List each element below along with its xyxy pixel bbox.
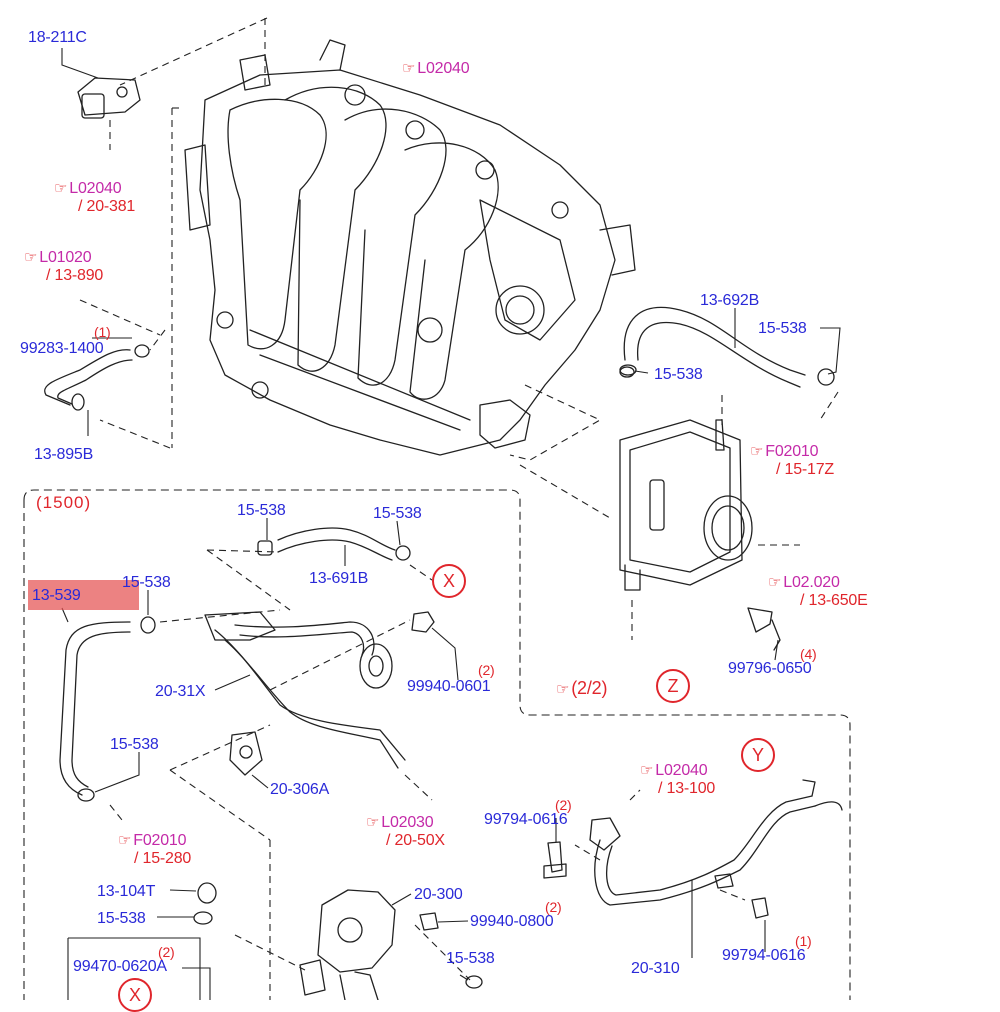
label-20-310[interactable]: 20-310 [631,960,680,977]
label-15-538-d[interactable]: 15-538 [373,505,422,522]
hose-13-539 [59,616,156,802]
leader-lines [61,48,841,1000]
label-15-538-h[interactable]: 15-538 [97,910,146,927]
ref-code: F02010 [765,443,819,460]
ref-sub: / 20-50X [386,832,445,849]
ref-code: L02040 [417,60,470,77]
throttle-body [619,419,781,651]
ref-code: F02010 [133,832,187,849]
ref-link-l02040-20-381[interactable]: ☞L02040 / 20-381 [54,180,135,216]
circle-marker-y[interactable]: Y [741,738,775,772]
circle-marker-z[interactable]: Z [656,669,690,703]
ref-code: L01020 [39,249,92,266]
label-99940-0800[interactable]: 99940-0800 [470,913,554,930]
ref-sub: / 15-17Z [776,461,834,478]
sub-frame [67,937,201,1000]
label-15-538-a[interactable]: 15-538 [758,320,807,337]
ref-code: (2/2) [571,678,608,698]
label-20-300[interactable]: 20-300 [414,886,463,903]
pointing-hand-icon: ☞ [402,60,416,77]
solenoid-valve [77,77,141,119]
label-13-895b[interactable]: 13-895B [34,446,94,463]
ref-link-f02010-15-280[interactable]: ☞F02010 / 15-280 [118,832,191,868]
label-99470-0620a[interactable]: 99470-0620A [73,958,167,975]
qty-99940-0601: (2) [478,662,495,678]
qty-99794-a: (2) [555,797,572,813]
ref-sub: / 15-280 [134,850,192,867]
label-13-692b[interactable]: 13-692B [700,292,760,309]
egr-valve [299,889,483,1000]
ref-link-l02040-top[interactable]: ☞L02040 [402,60,470,78]
label-15-538-i[interactable]: 15-538 [446,950,495,967]
qty-99940-0800: (2) [545,899,562,915]
label-99794-0616-b[interactable]: 99794-0616 [722,947,806,964]
label-20-31x[interactable]: 20-31X [155,683,206,700]
ref-sub: / 13-650E [800,592,868,609]
ref-sub: / 13-890 [46,267,104,284]
pointing-hand-icon: ☞ [556,681,570,698]
ref-link-l02030-20-50x[interactable]: ☞L02030 / 20-50X [366,814,445,850]
cap-13-104t [193,882,217,925]
label-13-691b[interactable]: 13-691B [309,570,369,587]
section-label: (1500) [36,493,92,512]
bolts [543,841,769,919]
highlight-box [28,580,139,610]
ref-code: L02040 [69,180,122,197]
circle-marker-x[interactable]: X [432,564,466,598]
label-15-538-f[interactable]: 15-538 [110,736,159,753]
label-18-211c[interactable]: 18-211C [28,29,87,46]
ref-link-l02040-13-100[interactable]: ☞L02040 / 13-100 [640,762,715,798]
qty-99794-b: (1) [795,933,812,949]
ref-link-l01020-13-890[interactable]: ☞L01020 / 13-890 [24,249,103,285]
pointing-hand-icon: ☞ [750,443,764,460]
qty-99470: (2) [158,944,175,960]
label-13-539[interactable]: 13-539 [32,587,81,604]
pointing-hand-icon: ☞ [118,832,132,849]
pointing-hand-icon: ☞ [366,814,380,831]
label-15-538-b[interactable]: 15-538 [654,366,703,383]
qty-99796: (4) [800,646,817,662]
label-20-306a[interactable]: 20-306A [270,781,330,798]
label-99283-1400[interactable]: 99283-1400 [20,340,104,357]
ref-code: L02.020 [783,574,840,591]
circle-marker-x-bottom[interactable]: X [118,978,152,1012]
ref-link-l02020-13-650e[interactable]: ☞L02.020 / 13-650E [768,574,868,610]
section-frame [23,489,851,1000]
ref-code: L02030 [381,814,434,831]
pointing-hand-icon: ☞ [24,249,38,266]
pipe-20-31x [204,611,406,769]
pointing-hand-icon: ☞ [768,574,782,591]
ref-sub: / 13-100 [658,780,716,797]
dashed-lines [79,17,839,1000]
label-99940-0601[interactable]: 99940-0601 [407,678,491,695]
pointing-hand-icon: ☞ [54,180,68,197]
label-99794-0616-a[interactable]: 99794-0616 [484,811,568,828]
label-13-104t[interactable]: 13-104T [97,883,156,900]
clamp [619,366,635,378]
intake-manifold [184,39,636,456]
label-15-538-c[interactable]: 15-538 [237,502,286,519]
nut-99940-0601 [411,611,435,633]
hose-13-691b [257,527,411,561]
label-15-538-e[interactable]: 15-538 [122,574,171,591]
qty-99283: (1) [94,324,111,340]
ref-code: L02040 [655,762,708,779]
pointing-hand-icon: ☞ [640,762,654,779]
ref-link-2-2[interactable]: ☞(2/2) [556,679,607,699]
ref-sub: / 20-381 [78,198,136,215]
pipe-20-310 [589,779,843,906]
label-99796-0650[interactable]: 99796-0650 [728,660,812,677]
gasket-20-306a [229,731,263,776]
hose-13-895b [44,344,150,411]
ref-link-f02010-15-17z[interactable]: ☞F02010 / 15-17Z [750,443,834,479]
